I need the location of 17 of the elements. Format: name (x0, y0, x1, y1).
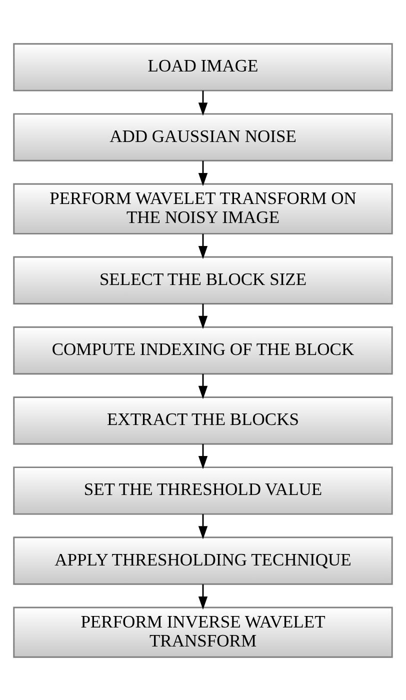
arrow (198, 373, 208, 399)
node-box: SELECT THE BLOCK SIZE (13, 256, 393, 304)
arrow (198, 444, 208, 469)
arrow (198, 160, 208, 186)
arrow (198, 90, 208, 116)
node-box: LOAD IMAGE (13, 42, 393, 91)
node-box: PERFORM INVERSE WAVELET TRANSFORM (13, 606, 393, 658)
node-box: COMPUTE INDEXING OF THE BLOCK (13, 326, 393, 374)
node-box: SET THE THRESHOLD VALUE (13, 466, 393, 514)
arrow (198, 303, 208, 328)
arrow (198, 233, 208, 259)
node-box: ADD GAUSSIAN NOISE (13, 112, 393, 161)
node-box: APPLY THRESHOLDING TECHNIQUE (13, 536, 393, 584)
node-box: EXTRACT THE BLOCKS (13, 396, 393, 444)
arrow (198, 584, 208, 610)
node-box: PERFORM WAVELET TRANSFORM ON THE NOISY IMAGE (13, 182, 393, 234)
arrow (198, 514, 208, 539)
